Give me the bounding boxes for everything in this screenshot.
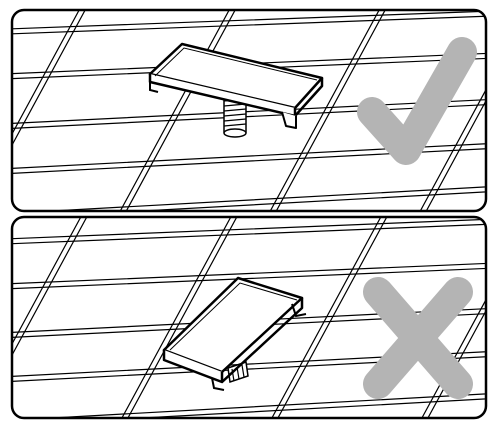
incorrect-clip — [162, 276, 307, 391]
panel-correct — [10, 8, 488, 213]
clip-plate — [148, 42, 324, 129]
clip-plate — [162, 276, 307, 391]
panel-incorrect — [10, 215, 488, 420]
checkmark-icon — [357, 37, 477, 165]
correct-clip — [148, 42, 324, 138]
cross-icon — [363, 277, 473, 399]
